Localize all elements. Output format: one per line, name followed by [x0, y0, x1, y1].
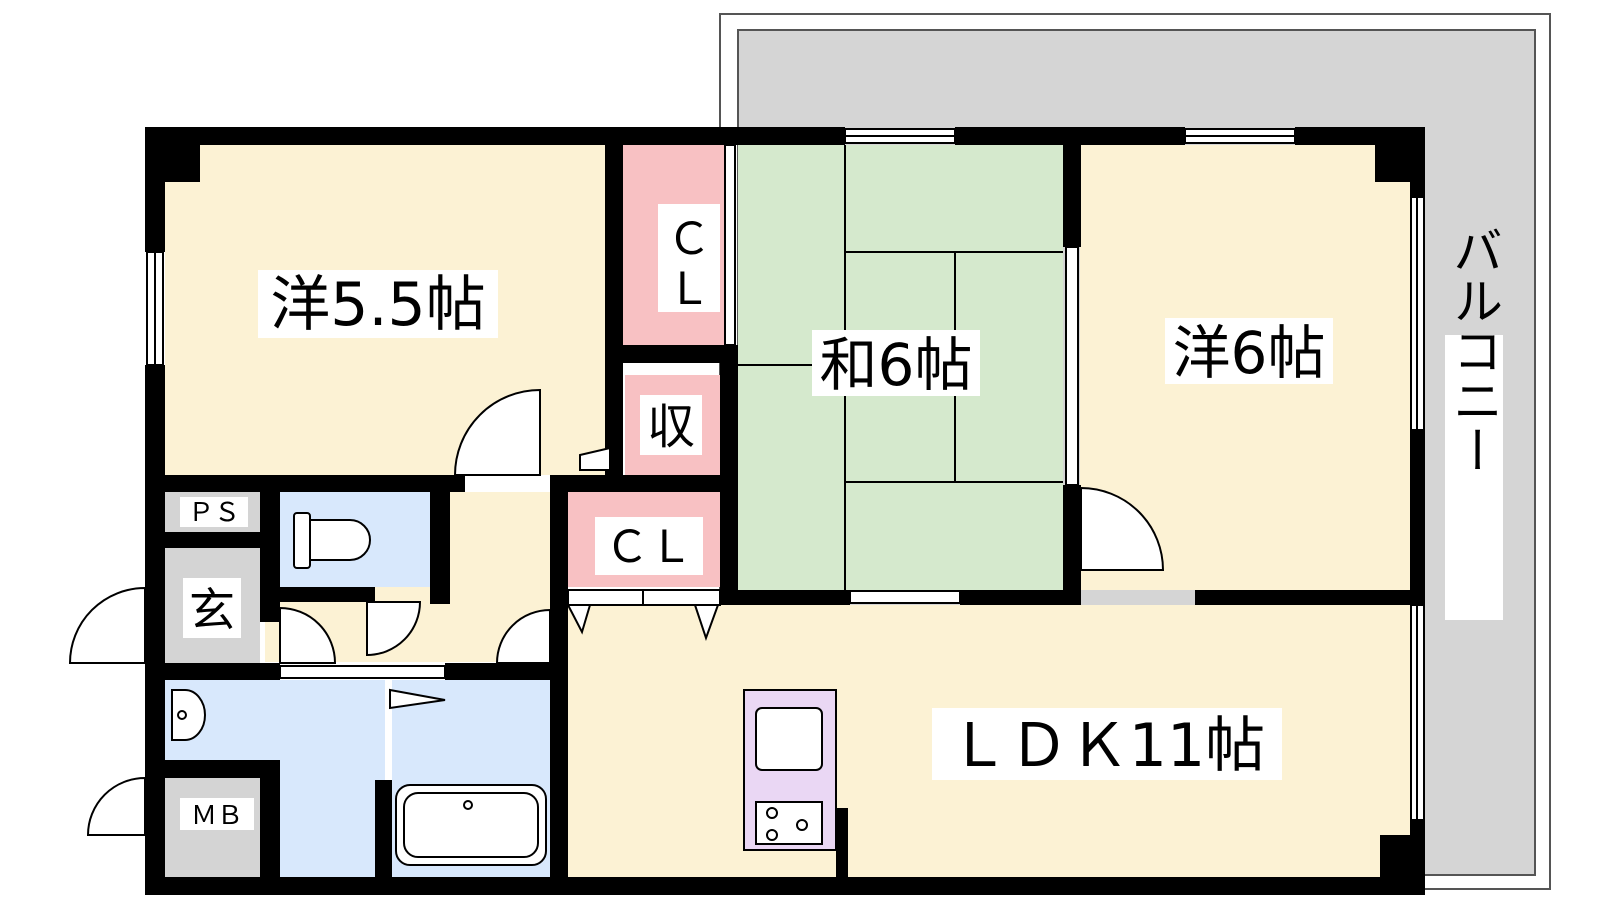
pipe-space-label: ＰＳ [188, 498, 240, 528]
balcony-label: バルコニー [1445, 225, 1503, 475]
west-room-2-label: 洋6帖 [1173, 319, 1326, 387]
washbasin-icon [171, 689, 206, 741]
walls [145, 127, 1425, 895]
windows [146, 128, 1425, 821]
doors [68, 388, 1165, 836]
closet-top-label-2: Ｌ [667, 264, 711, 315]
japanese-room-label: 和6帖 [820, 331, 973, 399]
entrance-label: 玄 [189, 583, 235, 637]
storage-label: 収 [647, 399, 695, 455]
meter-box-label: ＭＢ [191, 801, 243, 831]
closet-mid-label: ＣＬ [605, 522, 693, 573]
bathtub-icon [395, 784, 547, 866]
ldk-label: ＬＤＫ11帖 [949, 711, 1265, 781]
west-room-1-label: 洋5.5帖 [270, 270, 485, 340]
balcony-label-group: バルコニー [1445, 225, 1503, 620]
closet-top-label-1: Ｃ [667, 214, 711, 265]
washroom-floor-2 [280, 680, 385, 877]
room-labels: 洋5.5帖 Ｃ Ｌ 収 和6帖 洋6帖 ＣＬ ＬＤＫ11帖 ＰＳ 玄 ＭＢ [180, 204, 1333, 831]
stove-icon [755, 801, 823, 845]
toilet-icon [293, 512, 371, 569]
